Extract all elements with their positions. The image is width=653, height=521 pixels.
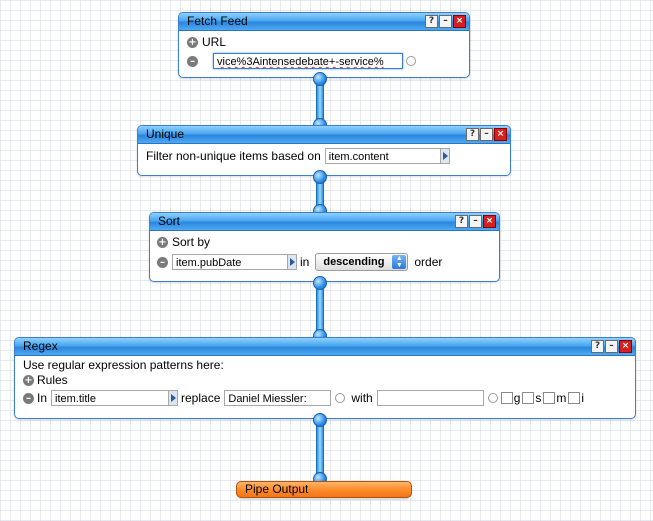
flag-i-label: i [581, 391, 585, 405]
regex-titlebar[interactable]: Regex ? – × [15, 338, 635, 356]
unique-field-input[interactable]: item.content [324, 148, 441, 164]
sort-by-label: Sort by [172, 235, 211, 249]
pipe-output-module[interactable]: Pipe Output [236, 481, 412, 498]
flag-m-label: m [556, 391, 567, 405]
url-value: vice%3Aintensedebate+-service% [217, 56, 384, 68]
flag-i-checkbox[interactable] [568, 392, 581, 404]
replace-terminal[interactable] [335, 393, 346, 403]
url-terminal[interactable] [406, 56, 416, 66]
flag-m-checkbox[interactable] [543, 392, 556, 404]
unique-titlebar[interactable]: Unique ? – × [138, 126, 510, 144]
replace-label: replace [181, 391, 221, 405]
output-shadow [239, 497, 409, 500]
pipe-sort-regex [316, 285, 324, 337]
help-icon[interactable]: ? [591, 340, 604, 353]
add-sort-icon[interactable]: + [157, 236, 168, 248]
regex-module[interactable]: Regex ? – × Use regular expression patte… [14, 337, 636, 419]
close-icon[interactable]: × [619, 340, 632, 353]
flag-s-checkbox[interactable] [522, 392, 535, 404]
url-input[interactable]: vice%3Aintensedebate+-service% [213, 53, 403, 69]
remove-url-icon[interactable]: – [187, 55, 198, 67]
unique-field-dropdown-icon[interactable] [440, 148, 450, 164]
sort-module[interactable]: Sort ? – × + Sort by – item.pubDate in d… [149, 212, 500, 282]
flag-g-label: g [513, 391, 521, 405]
sort-in-label: in [300, 255, 310, 269]
sort-titlebar[interactable]: Sort ? – × [150, 213, 499, 231]
url-label: URL [202, 35, 227, 49]
regex-instructions: Use regular expression patterns here: [23, 358, 224, 372]
pipe-fetch-unique [316, 82, 324, 124]
pipe-output-title: Pipe Output [245, 482, 309, 496]
minimize-icon[interactable]: – [439, 15, 452, 28]
replace-input[interactable]: Daniel Miessler: [224, 390, 332, 406]
regex-output-node[interactable] [313, 413, 327, 427]
rules-label: Rules [37, 373, 68, 387]
fetch-feed-output-node[interactable] [313, 72, 327, 86]
updown-arrows-icon: ▲▼ [392, 255, 407, 269]
pipe-regex-output [316, 424, 324, 480]
fetch-feed-module[interactable]: Fetch Feed ? – × + URL – vice%3Aintensed… [178, 12, 470, 78]
help-icon[interactable]: ? [425, 15, 438, 28]
regex-field-dropdown-icon[interactable] [169, 390, 179, 406]
sort-title: Sort [158, 214, 181, 228]
sort-order-label: order [414, 255, 443, 269]
sort-field-dropdown-icon[interactable] [288, 254, 297, 270]
sort-direction-select[interactable]: descending ▲▼ [315, 253, 409, 271]
remove-sort-icon[interactable]: – [157, 256, 168, 268]
with-label: with [351, 391, 373, 405]
close-icon[interactable]: × [453, 15, 466, 28]
sort-output-node[interactable] [313, 276, 327, 290]
sort-field-input[interactable]: item.pubDate [172, 254, 288, 270]
regex-in-label: In [37, 391, 48, 405]
flag-g-checkbox[interactable] [500, 392, 513, 404]
close-icon[interactable]: × [494, 128, 507, 141]
minimize-icon[interactable]: – [480, 128, 493, 141]
sort-direction-value: descending [323, 256, 385, 268]
unique-filter-label: Filter non-unique items based on [146, 149, 321, 163]
minimize-icon[interactable]: – [605, 340, 618, 353]
pipe-unique-sort [316, 177, 324, 212]
add-url-icon[interactable]: + [187, 36, 198, 48]
add-rule-icon[interactable]: + [23, 374, 34, 386]
help-icon[interactable]: ? [455, 215, 468, 228]
with-terminal[interactable] [487, 393, 498, 403]
remove-rule-icon[interactable]: – [23, 392, 34, 404]
unique-title: Unique [146, 127, 185, 141]
help-icon[interactable]: ? [466, 128, 479, 141]
regex-title: Regex [23, 339, 58, 353]
with-input[interactable] [376, 390, 484, 406]
regex-field-input[interactable]: item.title [51, 390, 170, 406]
close-icon[interactable]: × [483, 215, 496, 228]
unique-output-node[interactable] [313, 170, 327, 184]
flag-s-label: s [535, 391, 542, 405]
unique-module[interactable]: Unique ? – × Filter non-unique items bas… [137, 125, 511, 176]
minimize-icon[interactable]: – [469, 215, 482, 228]
fetch-feed-titlebar[interactable]: Fetch Feed ? – × [179, 13, 469, 31]
fetch-feed-title: Fetch Feed [187, 14, 248, 28]
